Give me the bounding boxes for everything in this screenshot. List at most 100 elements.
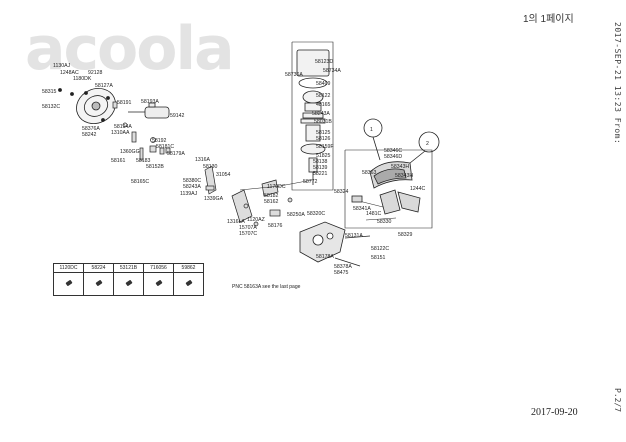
table-header-cell: 58224 bbox=[83, 263, 114, 273]
part-label: 58475 bbox=[334, 270, 349, 276]
table-header-cell: 53121B bbox=[113, 263, 144, 273]
part-label: 58378A bbox=[334, 264, 352, 270]
screw-icon-cell bbox=[83, 272, 114, 296]
screw-icon bbox=[94, 279, 103, 287]
table-header-cell: 716056 bbox=[143, 263, 174, 273]
reservoir-box bbox=[291, 41, 334, 191]
pnc-note: PNC 58163A see the last page bbox=[232, 284, 301, 290]
part-label: 1244C bbox=[410, 186, 426, 192]
part-label: 58409 bbox=[316, 81, 331, 87]
part-label: 58243A bbox=[183, 184, 201, 190]
part-label: 58130 bbox=[203, 164, 218, 170]
callout-circles bbox=[363, 118, 440, 164]
page-number: P.2/7 bbox=[613, 387, 622, 412]
part-label: 58343H bbox=[391, 164, 409, 170]
part-label: 31054 bbox=[216, 172, 231, 178]
part-label: 58772 bbox=[303, 179, 318, 185]
part-label: 1360GG bbox=[120, 149, 140, 155]
part-label: 1481C bbox=[366, 211, 382, 217]
part-label: 58343H bbox=[395, 173, 413, 179]
brake-backing-plate bbox=[76, 88, 116, 124]
part-label: 58341A bbox=[353, 206, 371, 212]
part-label: 58138 bbox=[313, 159, 328, 165]
part-label: 48165 bbox=[316, 102, 331, 108]
pad-group-frame bbox=[344, 149, 433, 229]
part-label: 1180DK bbox=[73, 76, 92, 82]
screw-icon bbox=[184, 279, 193, 287]
bracket-parts bbox=[204, 165, 293, 227]
callout-1: 1 bbox=[370, 127, 373, 133]
part-label: 15707A bbox=[239, 225, 257, 231]
part-label: 58161 bbox=[111, 158, 126, 164]
part-label: 58191 bbox=[117, 100, 132, 106]
master-cylinder bbox=[58, 88, 170, 119]
part-label: 58181C bbox=[156, 144, 174, 150]
part-label: 1339GA bbox=[204, 196, 224, 202]
part-label: 58363 bbox=[362, 170, 377, 176]
screw-icon-cell bbox=[113, 272, 144, 296]
part-label: 58122C bbox=[371, 246, 389, 252]
part-label: 58179A bbox=[167, 151, 185, 157]
table-header-cell: 1120DC bbox=[53, 263, 84, 273]
part-label: 1316LA bbox=[227, 219, 245, 225]
brake-pads bbox=[351, 161, 421, 215]
part-label: 58131A bbox=[345, 233, 363, 239]
part-label: 58242 bbox=[82, 132, 97, 138]
part-label: 58192 bbox=[152, 138, 167, 144]
part-label: 58320C bbox=[307, 211, 325, 217]
part-label: 58151 bbox=[371, 255, 386, 261]
part-label: 58031B bbox=[314, 119, 332, 125]
part-label: 1130AJ bbox=[53, 63, 71, 69]
part-label: 1120AZ bbox=[247, 217, 265, 223]
part-label: 58329 bbox=[398, 232, 413, 238]
table-header-cell: 59862 bbox=[173, 263, 204, 273]
part-label: 1248AC bbox=[60, 70, 79, 76]
part-label: 58315 bbox=[42, 89, 57, 95]
part-label: 58194A bbox=[114, 124, 132, 130]
part-label: 58193A bbox=[141, 99, 159, 105]
small-parts-left bbox=[112, 101, 171, 161]
fax-header: 2017-SEP-21 13:23 From: bbox=[613, 22, 622, 145]
part-label: 58346C bbox=[384, 148, 402, 154]
part-label: 58132C bbox=[42, 104, 60, 110]
part-label: 58182 bbox=[264, 193, 279, 199]
screw-icon-cell bbox=[143, 272, 174, 296]
part-label: 58162 bbox=[264, 199, 279, 205]
footer-date: 2017-09-20 bbox=[531, 407, 578, 418]
part-label: 58380C bbox=[183, 178, 201, 184]
watermark-logo: acoola bbox=[25, 14, 235, 84]
page-indicator: 1의 1페이지 bbox=[523, 14, 574, 25]
screw-icon bbox=[154, 279, 163, 287]
part-label: 58176 bbox=[268, 223, 283, 229]
part-label: 58159F bbox=[316, 144, 334, 150]
part-label: 1170DC bbox=[267, 184, 286, 190]
part-label: 58126 bbox=[316, 136, 331, 142]
part-label: 58376A bbox=[82, 126, 100, 132]
part-label: 58125 bbox=[316, 130, 331, 136]
part-label: 58139 bbox=[313, 165, 328, 171]
part-label: 58221 bbox=[313, 171, 328, 177]
part-label: 58243A bbox=[312, 111, 330, 117]
part-label: 58127A bbox=[95, 83, 113, 89]
screw-icon bbox=[64, 279, 73, 287]
reservoir-assembly bbox=[296, 49, 330, 185]
part-label: 58250A bbox=[287, 212, 305, 218]
part-label: 58736A bbox=[285, 72, 303, 78]
part-label: 58122 bbox=[316, 93, 331, 99]
part-label: 58330 bbox=[377, 219, 392, 225]
part-label: 58152B bbox=[146, 164, 164, 170]
part-label: 15707C bbox=[239, 231, 257, 237]
screw-icon-cell bbox=[173, 272, 204, 296]
fastener-table: 1120DC 58224 53121B 716056 59862 bbox=[53, 263, 204, 296]
part-label: 58123D bbox=[315, 59, 333, 65]
part-label: 58178A bbox=[316, 254, 334, 260]
part-label: 59142 bbox=[170, 113, 185, 119]
screw-icon-cell bbox=[53, 272, 84, 296]
part-label: 58734A bbox=[323, 68, 341, 74]
screw-icon bbox=[124, 279, 133, 287]
part-label: 1310AA bbox=[111, 130, 130, 136]
part-label: 58346D bbox=[384, 154, 402, 160]
part-label: 58165C bbox=[131, 179, 149, 185]
caliper-assembly bbox=[299, 221, 371, 267]
